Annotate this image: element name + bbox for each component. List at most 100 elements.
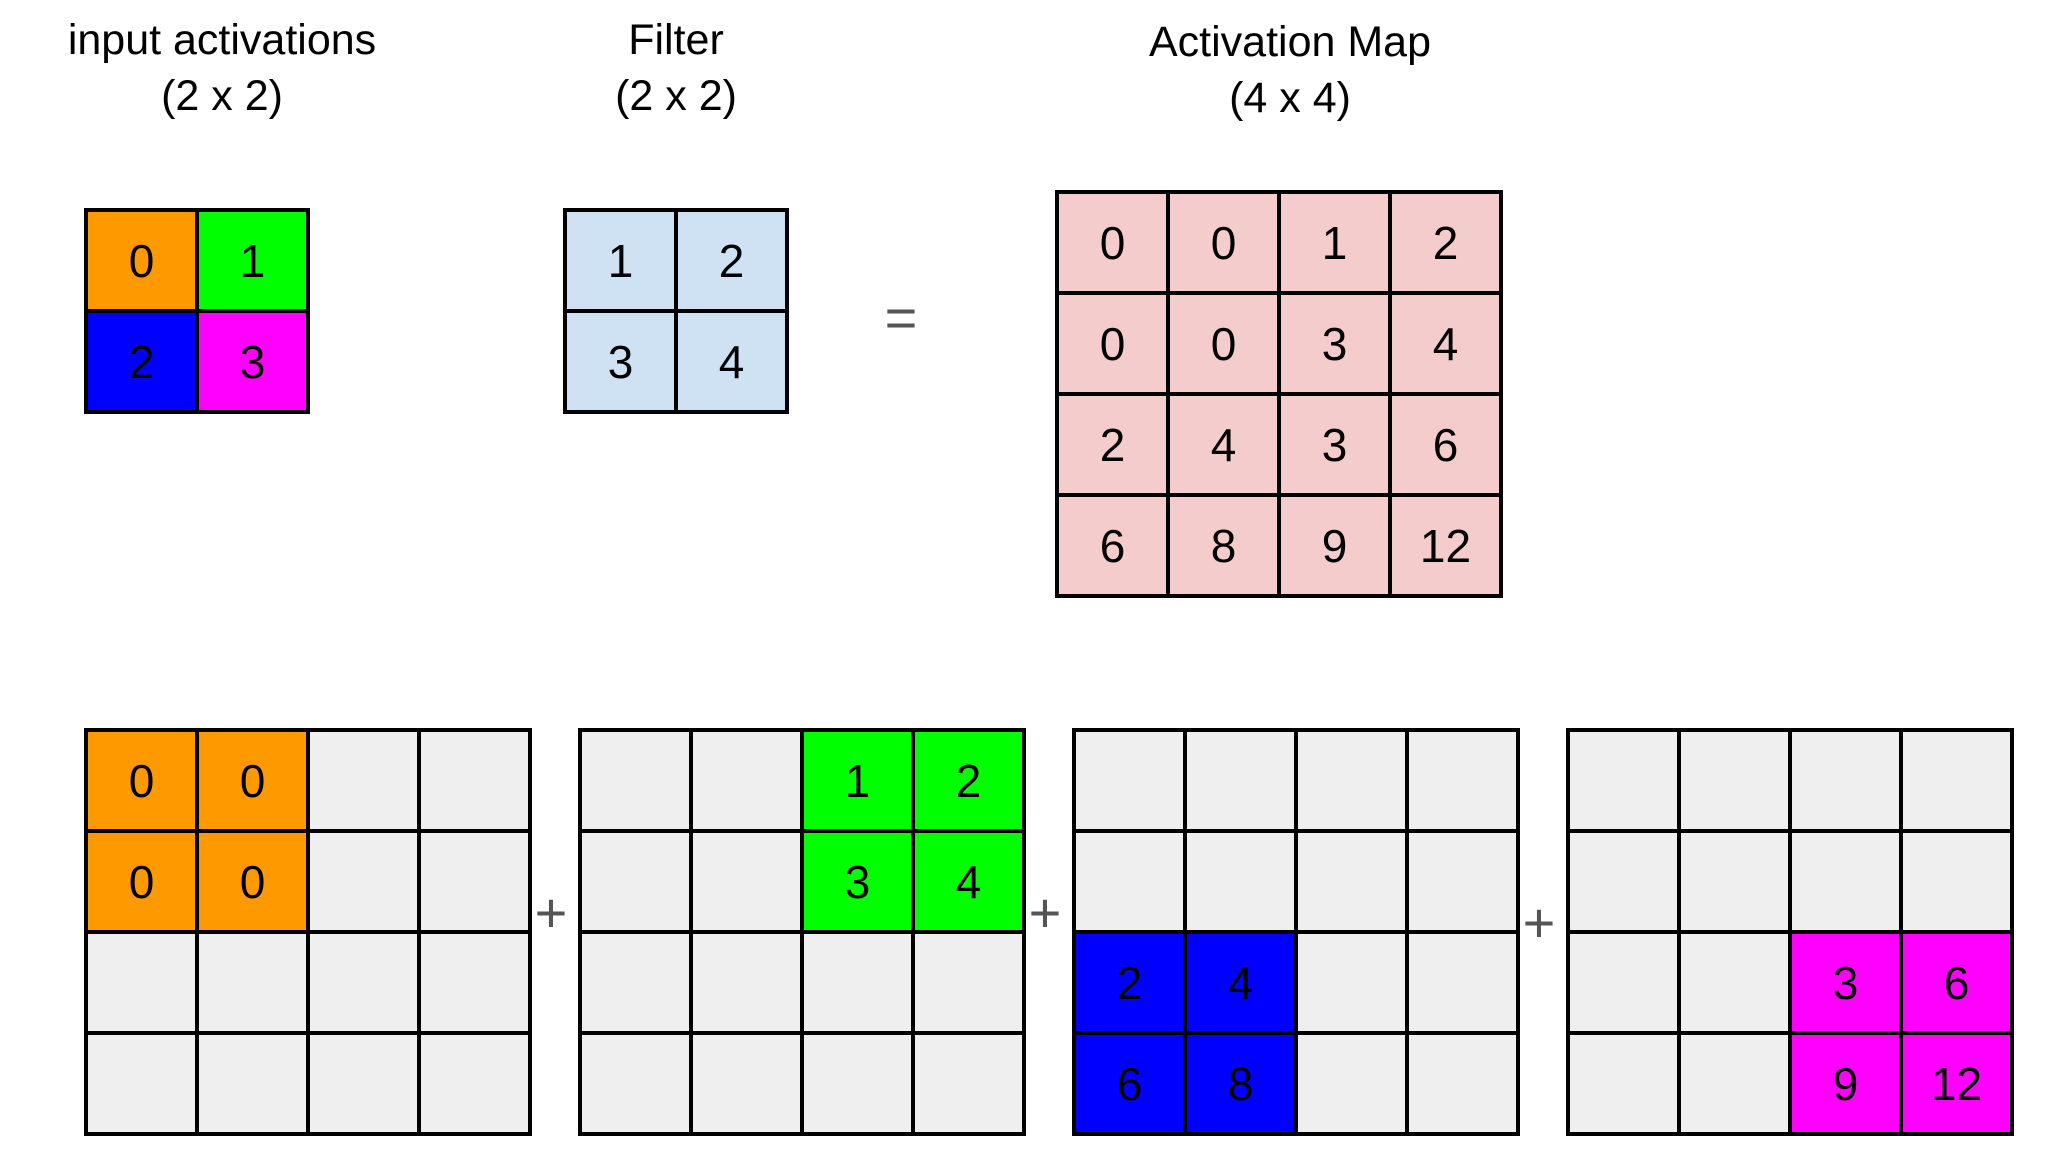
partial-grid-blue-cell-r1-c2 xyxy=(1298,833,1405,930)
activation-map-grid-cell-r1-c2: 3 xyxy=(1281,295,1388,392)
equals-sign: = xyxy=(884,286,918,349)
partial-grid-green-cell-r3-c1 xyxy=(693,1035,800,1132)
activation-map-grid-cell-r3-c2: 9 xyxy=(1281,497,1388,594)
partial-grid-blue-cell-r0-c2 xyxy=(1298,732,1405,829)
partial-grid-orange-cell-r0-c2 xyxy=(310,732,417,829)
partial-grid-green-cell-r3-c0 xyxy=(582,1035,689,1132)
partial-grid-blue-cell-r1-c1 xyxy=(1187,833,1294,930)
partial-grid-green-cell-r1-c2: 3 xyxy=(804,833,911,930)
activation-map-title: Activation Map xyxy=(1148,18,1432,66)
partial-grid-orange-cell-r3-c1 xyxy=(199,1035,306,1132)
partial-grid-orange-cell-r0-c1: 0 xyxy=(199,732,306,829)
partial-grid-orange-cell-r2-c2 xyxy=(310,934,417,1031)
partial-grid-green-cell-r0-c3: 2 xyxy=(915,732,1022,829)
partial-grid-orange-cell-r3-c3 xyxy=(421,1035,528,1132)
partial-grid-orange-cell-r1-c1: 0 xyxy=(199,833,306,930)
activation-map-grid-cell-r2-c3: 6 xyxy=(1392,396,1499,493)
input-activations-grid-cell-r1-c0: 2 xyxy=(88,313,195,410)
partial-grid-blue-cell-r2-c0: 2 xyxy=(1076,934,1183,1031)
filter-size: (2 x 2) xyxy=(615,72,737,120)
activation-map-grid-cell-r2-c1: 4 xyxy=(1170,396,1277,493)
partial-grid-orange-cell-r3-c2 xyxy=(310,1035,417,1132)
partial-grid-green-cell-r0-c1 xyxy=(693,732,800,829)
input-activations-heading: input activations (2 x 2) xyxy=(22,12,422,124)
activation-map-grid-cell-r3-c0: 6 xyxy=(1059,497,1166,594)
input-activations-title: input activations xyxy=(67,16,377,64)
partial-grid-magenta-cell-r0-c0 xyxy=(1570,732,1677,829)
partial-grid-orange-cell-r2-c3 xyxy=(421,934,528,1031)
partial-grid-green-cell-r3-c3 xyxy=(915,1035,1022,1132)
partial-grid-orange-cell-r0-c3 xyxy=(421,732,528,829)
activation-map-grid-cell-r2-c0: 2 xyxy=(1059,396,1166,493)
partial-grid-magenta-cell-r0-c3 xyxy=(1903,732,2010,829)
input-activations-grid-cell-r0-c1: 1 xyxy=(199,212,306,309)
partial-grid-orange-cell-r3-c0 xyxy=(88,1035,195,1132)
partial-grid-magenta-cell-r3-c3: 12 xyxy=(1903,1035,2010,1132)
partial-grid-blue-cell-r3-c2 xyxy=(1298,1035,1405,1132)
partial-grid-green-cell-r2-c1 xyxy=(693,934,800,1031)
filter-grid-cell-r1-c1: 4 xyxy=(678,313,785,410)
activation-map-size: (4 x 4) xyxy=(1229,74,1351,122)
partial-grid-blue-cell-r3-c3 xyxy=(1409,1035,1516,1132)
partial-grid-green-cell-r0-c0 xyxy=(582,732,689,829)
partial-grid-green-cell-r1-c0 xyxy=(582,833,689,930)
partial-grid-green-cell-r2-c2 xyxy=(804,934,911,1031)
partial-grid-blue-cell-r2-c1: 4 xyxy=(1187,934,1294,1031)
partial-grid-blue-cell-r3-c0: 6 xyxy=(1076,1035,1183,1132)
partial-grid-magenta-cell-r2-c0 xyxy=(1570,934,1677,1031)
partial-grid-blue-cell-r1-c3 xyxy=(1409,833,1516,930)
partial-grid-orange-cell-r1-c3 xyxy=(421,833,528,930)
partial-grid-magenta-cell-r1-c3 xyxy=(1903,833,2010,930)
partial-grid-green-cell-r0-c2: 1 xyxy=(804,732,911,829)
filter-title: Filter xyxy=(628,16,724,64)
partial-grid-magenta-cell-r3-c1 xyxy=(1681,1035,1788,1132)
filter-heading: Filter (2 x 2) xyxy=(526,12,826,124)
activation-map-grid-cell-r1-c3: 4 xyxy=(1392,295,1499,392)
partial-grid-magenta-cell-r1-c2 xyxy=(1792,833,1899,930)
partial-grid-blue-cell-r3-c1: 8 xyxy=(1187,1035,1294,1132)
partial-grid-orange-cell-r1-c0: 0 xyxy=(88,833,195,930)
partial-grid-magenta-cell-r2-c2: 3 xyxy=(1792,934,1899,1031)
filter-grid-cell-r0-c0: 1 xyxy=(567,212,674,309)
input-activations-grid-cell-r1-c1: 3 xyxy=(199,313,306,410)
activation-map-heading: Activation Map (4 x 4) xyxy=(1090,14,1490,126)
partial-grid-magenta-cell-r2-c3: 6 xyxy=(1903,934,2010,1031)
partial-grid-green-cell-r3-c2 xyxy=(804,1035,911,1132)
activation-map-grid-cell-r0-c3: 2 xyxy=(1392,194,1499,291)
partial-grid-magenta-cell-r1-c0 xyxy=(1570,833,1677,930)
filter-grid-cell-r1-c0: 3 xyxy=(567,313,674,410)
partial-grid-magenta-cell-r2-c1 xyxy=(1681,934,1788,1031)
partial-grid-magenta-cell-r3-c2: 9 xyxy=(1792,1035,1899,1132)
plus-sign-3: + xyxy=(1522,891,1556,954)
partial-grid-blue-cell-r2-c2 xyxy=(1298,934,1405,1031)
partial-grid-green-cell-r1-c3: 4 xyxy=(915,833,1022,930)
partial-grid-green-cell-r2-c3 xyxy=(915,934,1022,1031)
activation-map-grid-cell-r1-c0: 0 xyxy=(1059,295,1166,392)
activation-map-grid-cell-r1-c1: 0 xyxy=(1170,295,1277,392)
partial-grid-orange-cell-r0-c0: 0 xyxy=(88,732,195,829)
partial-grid-blue-cell-r1-c0 xyxy=(1076,833,1183,930)
input-activations-grid-cell-r0-c0: 0 xyxy=(88,212,195,309)
partial-grid-blue-cell-r0-c1 xyxy=(1187,732,1294,829)
partial-grid-blue-cell-r2-c3 xyxy=(1409,934,1516,1031)
activation-map-grid-cell-r3-c1: 8 xyxy=(1170,497,1277,594)
plus-sign-1: + xyxy=(534,881,568,944)
partial-grid-magenta-cell-r0-c1 xyxy=(1681,732,1788,829)
partial-grid-orange-cell-r2-c0 xyxy=(88,934,195,1031)
partial-grid-green-cell-r2-c0 xyxy=(582,934,689,1031)
filter-grid-cell-r0-c1: 2 xyxy=(678,212,785,309)
partial-grid-magenta-cell-r0-c2 xyxy=(1792,732,1899,829)
plus-sign-2: + xyxy=(1028,881,1062,944)
partial-grid-blue-cell-r0-c3 xyxy=(1409,732,1516,829)
activation-map-grid-cell-r0-c0: 0 xyxy=(1059,194,1166,291)
partial-grid-blue-cell-r0-c0 xyxy=(1076,732,1183,829)
partial-grid-orange-cell-r2-c1 xyxy=(199,934,306,1031)
partial-grid-green-cell-r1-c1 xyxy=(693,833,800,930)
